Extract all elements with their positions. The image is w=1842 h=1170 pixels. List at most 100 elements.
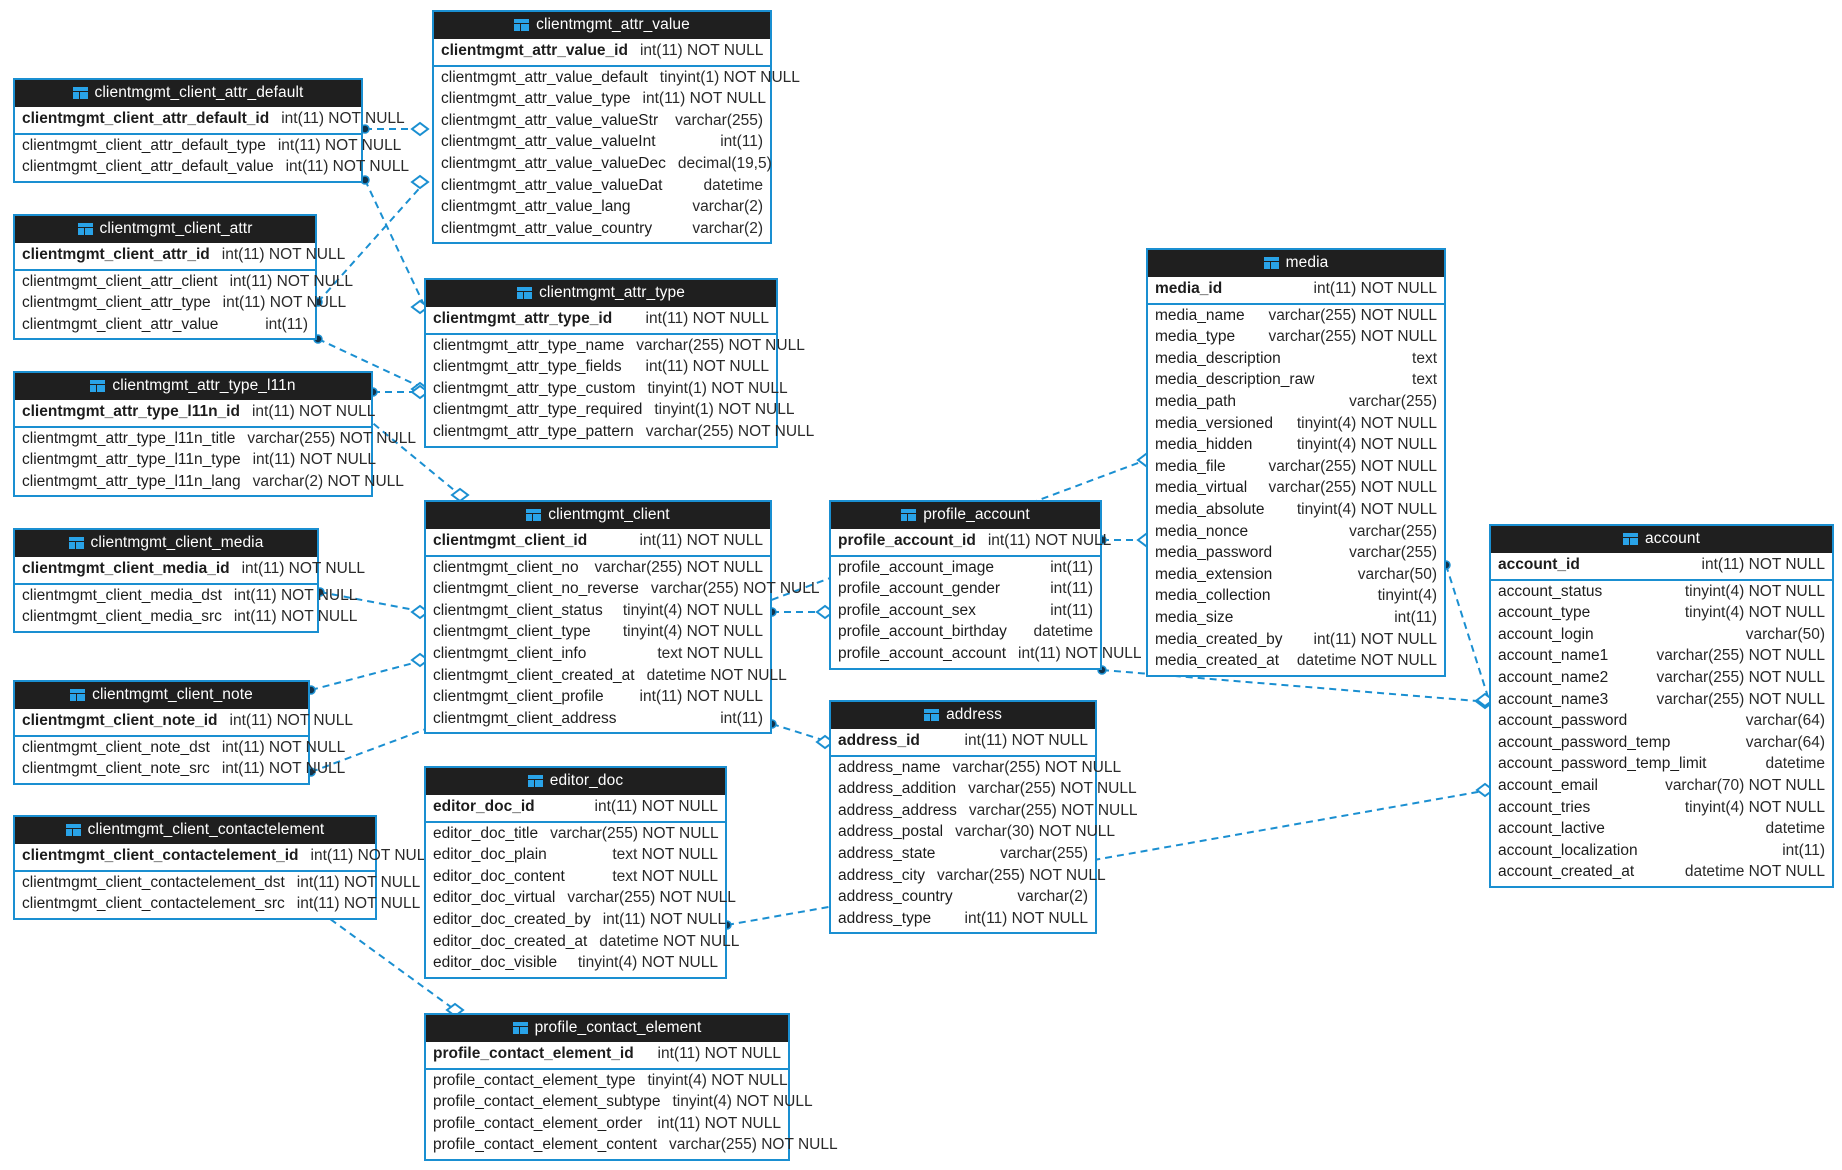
column-name: media_created_at [1155,652,1280,670]
column-name: editor_doc_created_at [433,932,588,950]
entity-title-bar[interactable]: clientmgmt_client_contactelement [15,817,375,844]
column-type: varchar(255) NOT NULL [952,758,1122,776]
column-type: tinyint(1) NOT NULL [647,379,788,397]
entity-table-clientmgmt_client_attr_default[interactable]: clientmgmt_client_attr_default clientmgmt… [13,78,409,183]
column-type: int(11) NOT NULL [229,272,354,290]
column-name: clientmgmt_client_contactelement_src [22,895,285,913]
column-type: int(11) NOT NULL [642,90,767,108]
entity-title-bar[interactable]: clientmgmt_attr_value [434,12,770,39]
entity-table-clientmgmt_attr_value[interactable]: clientmgmt_attr_value clientmgmt_attr_val… [432,10,800,245]
entity-title-bar[interactable]: profile_contact_element [426,1015,788,1042]
column-name: address_city [838,866,926,884]
column-type: varchar(255) NOT NULL [1268,457,1437,475]
column-type: varchar(255) [1349,522,1437,540]
entity-title-bar[interactable]: editor_doc [426,768,725,795]
column-name: media_created_by [1155,630,1283,648]
column-type: int(11) [1050,558,1093,576]
column-name: clientmgmt_client_no [433,558,579,576]
column-type: tinyint(4) NOT NULL [622,601,763,619]
column-name: profile_contact_element_content [433,1136,658,1154]
entity-title-bar[interactable]: profile_account [831,502,1100,529]
entity-title-bar[interactable]: clientmgmt_attr_type_l11n [15,373,371,400]
column-type: int(11) NOT NULL [594,798,718,815]
entity-table-profile_contact_element[interactable]: profile_contact_element profile_contact_e… [424,1013,838,1161]
column-name: account_password_temp_limit [1498,755,1707,773]
entity-title-bar[interactable]: clientmgmt_attr_type [426,280,776,307]
column-type: varchar(64) [1745,712,1825,730]
column-name: account_name3 [1498,690,1609,708]
entity-title-bar[interactable]: clientmgmt_client_attr_default [15,80,361,107]
column-type: decimal(19,5) [677,154,772,172]
column-type: int(11) NOT NULL [1313,280,1437,297]
column-name: clientmgmt_attr_value_valueInt [441,133,656,151]
column-type: datetime NOT NULL [646,666,787,684]
entity-name-label: profile_account [923,506,1030,523]
entity-title-bar[interactable]: clientmgmt_client [426,502,770,529]
relationship-line [1445,564,1490,701]
column-name: clientmgmt_client_note_dst [22,738,210,756]
entity-title-bar[interactable]: clientmgmt_client_attr [15,216,315,243]
entity-table-clientmgmt_attr_type[interactable]: clientmgmt_attr_type clientmgmt_attr_type… [424,278,814,448]
entity-title-bar[interactable]: clientmgmt_client_media [15,530,317,557]
column-name: clientmgmt_client_attr_default_value [22,158,274,176]
column-name: clientmgmt_attr_type_custom [433,379,636,397]
column-type: int(11) NOT NULL [229,712,353,729]
entity-title-bar[interactable]: clientmgmt_client_note [15,682,308,709]
column-type: int(11) NOT NULL [310,847,434,864]
column-type: text [1412,349,1437,367]
table-icon [517,287,533,299]
column-type: tinyint(4) [1377,587,1437,605]
column-name: account_lactive [1498,820,1605,838]
entity-title-bar[interactable]: address [831,702,1095,729]
column-name: clientmgmt_attr_value_lang [441,198,631,216]
entity-table-clientmgmt_client_attr[interactable]: clientmgmt_client_attr clientmgmt_client_… [13,214,353,341]
column-name: media_description_raw [1155,371,1315,389]
column-name: media_virtual [1155,479,1248,497]
entity-title-bar[interactable]: account [1491,526,1832,553]
column-name: media_hidden [1155,436,1253,454]
column-type: int(11) NOT NULL [222,294,347,312]
entity-title-bar[interactable]: media [1148,250,1444,277]
